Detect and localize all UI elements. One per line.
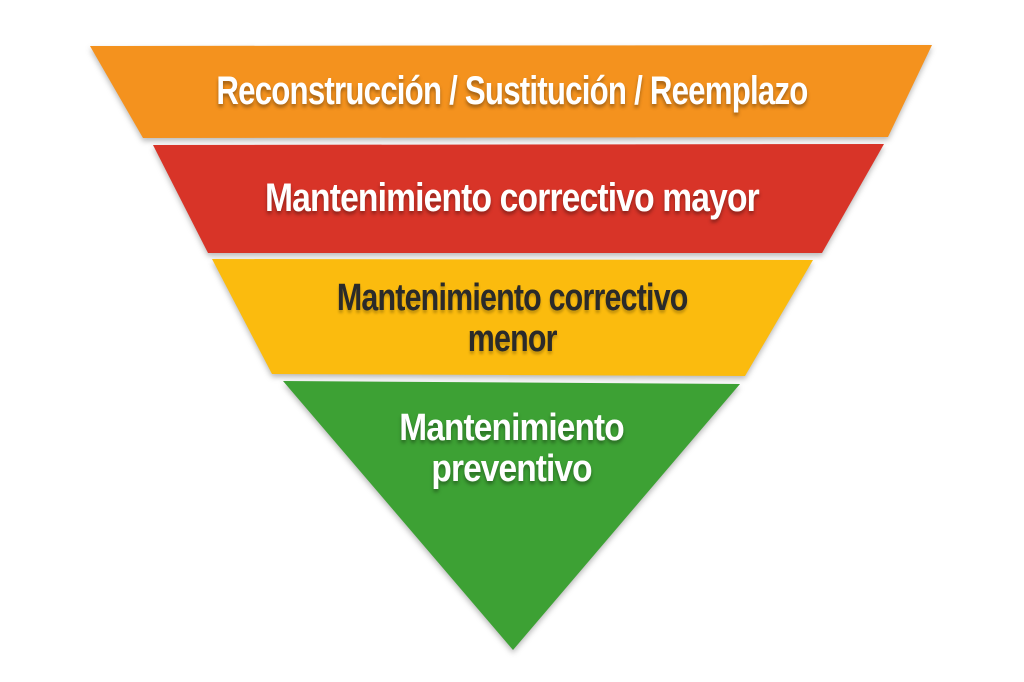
pyramid-level-1-shape [90, 45, 932, 138]
pyramid-level-3-shape [212, 259, 813, 376]
pyramid-level-4-shape [283, 381, 740, 650]
pyramid-level-2-shape [153, 144, 884, 253]
